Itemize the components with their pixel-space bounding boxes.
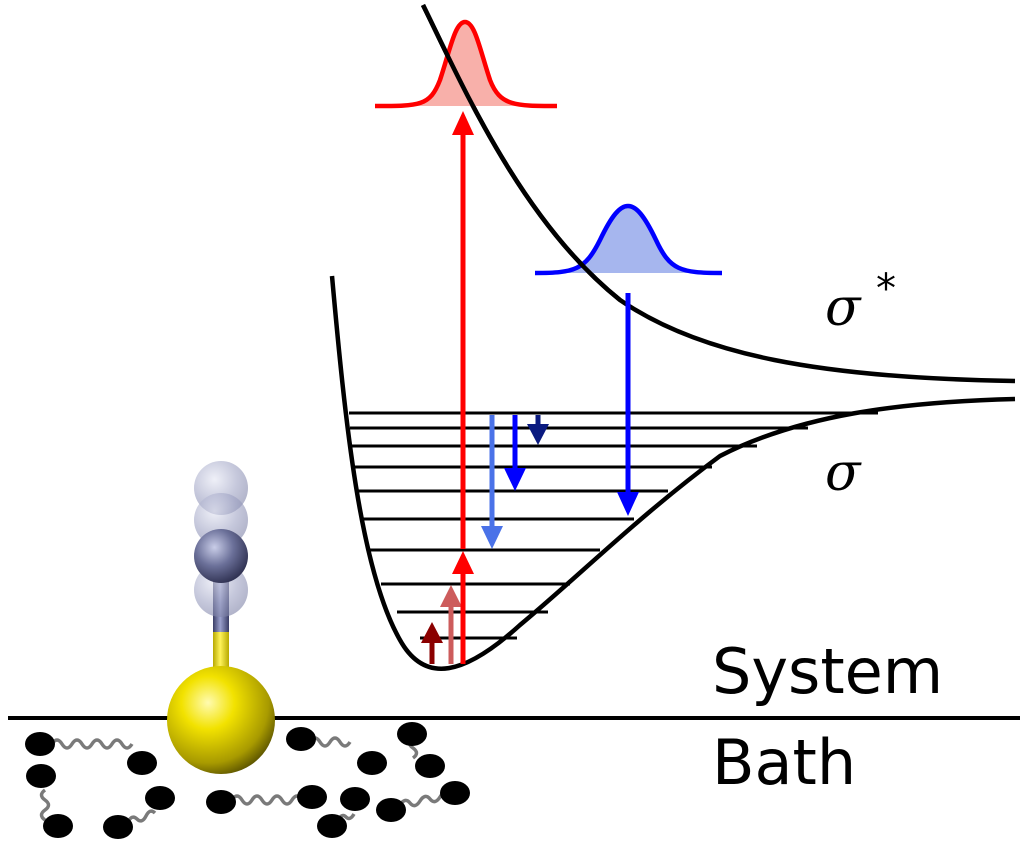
bath-particle bbox=[297, 785, 327, 809]
spring-1 bbox=[50, 738, 134, 750]
ground-state-curve bbox=[329, 275, 1016, 671]
bath-particle bbox=[440, 781, 470, 805]
bath-particle bbox=[43, 814, 73, 838]
emission-arrow-main bbox=[617, 293, 639, 516]
bath-particle bbox=[397, 722, 427, 746]
relaxation-arrow-2 bbox=[504, 415, 526, 491]
bath-particle bbox=[317, 814, 347, 838]
excited-state-curve bbox=[420, 4, 1016, 384]
bath-particle bbox=[206, 790, 236, 814]
spring-2 bbox=[39, 788, 51, 822]
bath-particle bbox=[357, 751, 387, 775]
sigma-label: σ bbox=[825, 443, 862, 503]
spring-3 bbox=[126, 809, 157, 823]
bath-particle bbox=[145, 786, 175, 810]
bath-particle bbox=[26, 764, 56, 788]
spring-4 bbox=[230, 794, 304, 806]
bath-particle bbox=[376, 798, 406, 822]
adsorbate-molecule bbox=[167, 461, 275, 774]
relaxation-arrow-1 bbox=[481, 415, 503, 549]
vibrational-levels bbox=[349, 411, 878, 640]
sigma-star-mark: * bbox=[876, 266, 896, 312]
bath-particle bbox=[286, 727, 316, 751]
bath-particles bbox=[25, 722, 470, 839]
bath-particle bbox=[415, 754, 445, 778]
spring-5 bbox=[308, 736, 352, 748]
excitation-arrow bbox=[452, 111, 474, 549]
heating-arrow-2 bbox=[440, 585, 462, 664]
excited-state-curve-overlay bbox=[420, 4, 622, 302]
relaxation-arrow-3 bbox=[527, 415, 549, 445]
excitation-wavepacket bbox=[374, 19, 558, 109]
bath-particle bbox=[25, 732, 55, 756]
heating-arrow-3 bbox=[452, 551, 474, 664]
bath-particle bbox=[340, 787, 370, 811]
bath-particle bbox=[127, 751, 157, 775]
sigma-star-label: σ bbox=[825, 278, 862, 338]
heating-arrow-1 bbox=[421, 622, 443, 664]
bath-particle bbox=[103, 815, 133, 839]
gold-surface-atom bbox=[167, 666, 275, 774]
system-label: System bbox=[712, 635, 943, 708]
emission-wavepacket bbox=[534, 203, 723, 276]
bath-springs bbox=[39, 736, 452, 823]
bath-label: Bath bbox=[712, 726, 856, 799]
gold-bond-stick bbox=[213, 630, 229, 676]
adsorbate-atom bbox=[194, 529, 248, 583]
